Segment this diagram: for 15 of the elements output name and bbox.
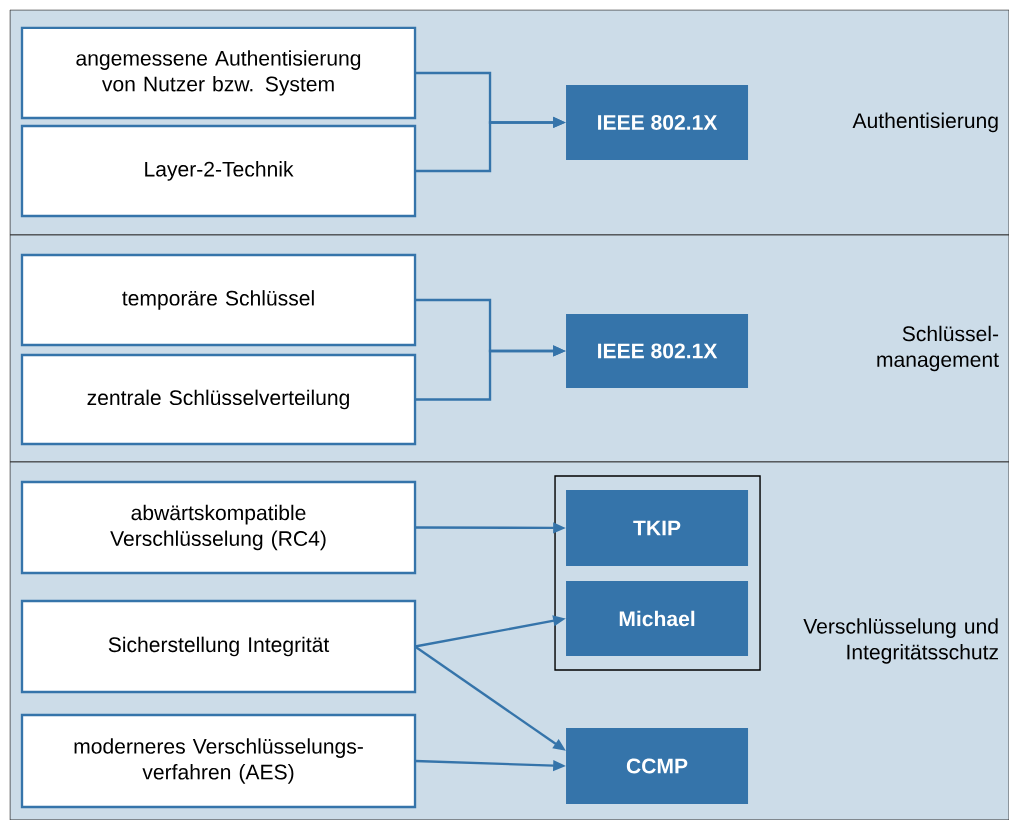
protocol-box: TKIP: [566, 489, 749, 566]
protocol-box: IEEE 802.1X: [566, 313, 749, 388]
protocol-box: Michael: [566, 580, 749, 656]
group-frame: [554, 475, 761, 671]
text-box: moderneres Verschlüsselungs- verfahren (AES): [20, 713, 417, 809]
protocol-box: IEEE 802.1X: [566, 84, 749, 160]
node-label: Authentisierung: [852, 112, 998, 133]
text-box: zentrale Schlüsselverteilung: [20, 353, 417, 446]
text-box: abwärtskompatible Verschlüsselung (RC4): [20, 480, 417, 575]
text-box: angemessene Authentisierung von Nutzer bzw. System: [20, 26, 417, 120]
protocol-box: CCMP: [566, 728, 749, 804]
text-box: Layer-2-Technik: [20, 124, 417, 218]
text-box: Sicherstellung Integrität: [20, 599, 417, 694]
node-label: Schlüssel- management: [877, 325, 999, 372]
text-box: temporäre Schlüssel: [20, 253, 417, 347]
